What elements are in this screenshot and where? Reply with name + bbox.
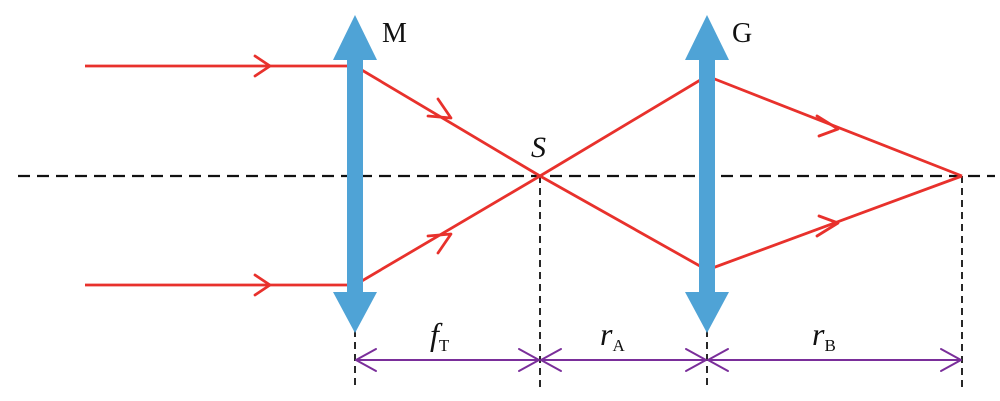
- ray-arrow: [253, 54, 272, 78]
- dimension-label-3: rB: [812, 316, 836, 355]
- ray-arrow: [815, 214, 840, 238]
- ray-upper: [85, 64, 963, 272]
- dimension-arrowhead: [540, 348, 562, 372]
- light-rays: [85, 64, 963, 287]
- ray-arrow: [426, 232, 453, 255]
- dimension-label-1: fT: [430, 316, 450, 355]
- dimension-arrowhead: [707, 348, 729, 372]
- ray-arrow: [253, 273, 272, 297]
- lens-g-top-arrowhead: [685, 15, 729, 60]
- lens-m-top-arrowhead: [333, 15, 377, 60]
- lens-m: [333, 15, 377, 333]
- dimension-arrowhead: [355, 348, 377, 372]
- lens-g-label: G: [732, 18, 752, 49]
- dimension-label-2-main: r: [600, 316, 613, 352]
- ray-arrow: [426, 97, 453, 120]
- dimension-arrowhead: [940, 348, 962, 372]
- lens-g-bottom-arrowhead: [685, 292, 729, 333]
- dimension-label-2-sub: A: [612, 336, 625, 355]
- dimension-arrowhead: [518, 348, 540, 372]
- ray-lower: [85, 74, 963, 287]
- dimension-arrows: [355, 348, 962, 372]
- ray-arrows: [253, 54, 840, 297]
- dimension-label-1-sub: T: [439, 336, 450, 355]
- lens-m-bottom-arrowhead: [333, 292, 377, 333]
- lens-m-label: M: [382, 18, 407, 49]
- focus-point-label: S: [531, 131, 546, 164]
- dimension-label-2: rA: [600, 316, 625, 355]
- dimension-label-3-main: r: [812, 316, 825, 352]
- lens-g: [685, 15, 729, 333]
- dimension-arrowhead: [685, 348, 707, 372]
- ray-arrow: [815, 114, 840, 138]
- lens-m-shaft: [347, 52, 363, 302]
- lens-g-shaft: [699, 52, 715, 302]
- dimension-label-3-sub: B: [824, 336, 835, 355]
